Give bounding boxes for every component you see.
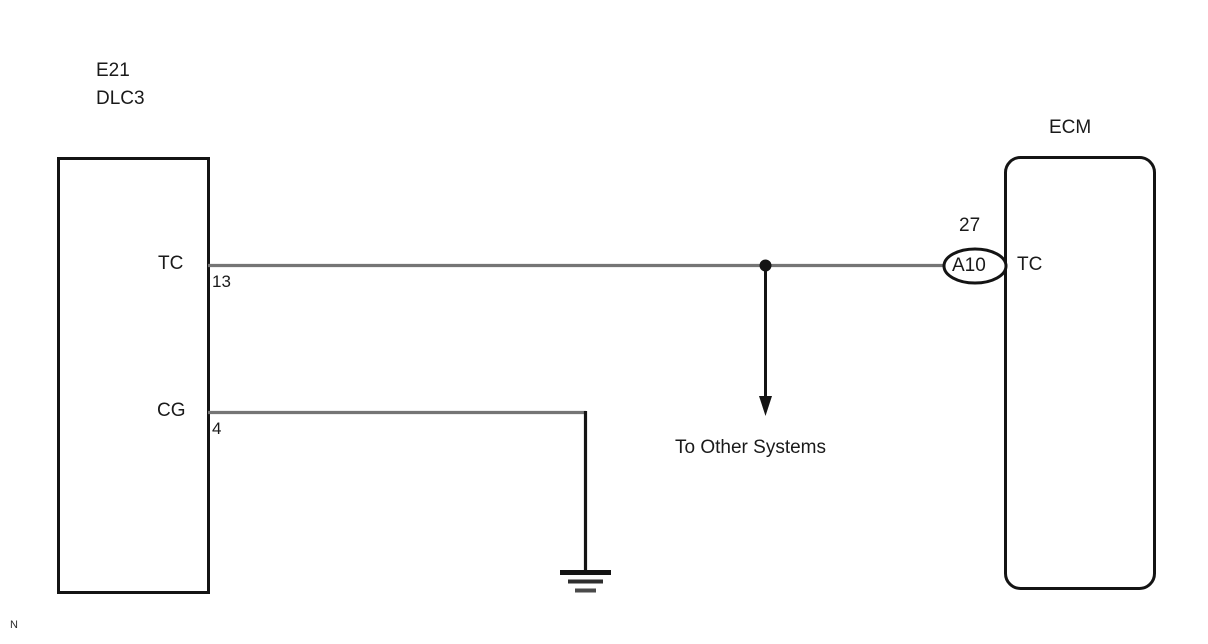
dlc3-pin-number-4: 4 <box>212 419 222 438</box>
corner-mark: N <box>10 619 18 631</box>
ecm-terminal-label-tc: TC <box>1017 254 1043 275</box>
dlc3-pin-number-13: 13 <box>212 272 231 291</box>
ecm-connector-id: A10 <box>952 255 986 276</box>
dlc3-terminal-label-cg: CG <box>157 400 186 421</box>
ecm-connector-name: ECM <box>1049 117 1092 138</box>
dlc3-connector-code: E21 <box>96 60 130 81</box>
dlc3-connector-box <box>57 157 210 594</box>
ecm-connector-number: 27 <box>959 215 981 236</box>
ecm-connector-box <box>1004 156 1156 590</box>
branch-label-to-other-systems: To Other Systems <box>675 437 826 458</box>
ecm-connector-id-oval <box>942 247 1008 285</box>
branch-arrowhead-icon <box>759 396 772 416</box>
dlc3-terminal-label-tc: TC <box>158 253 184 274</box>
dlc3-connector-name: DLC3 <box>96 88 145 109</box>
